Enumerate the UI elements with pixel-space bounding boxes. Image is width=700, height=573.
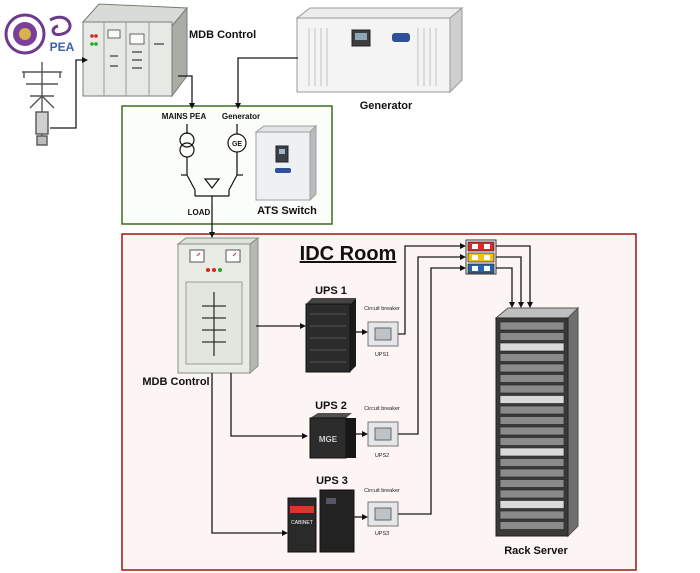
rack-unit	[499, 468, 565, 478]
rack-unit	[499, 479, 565, 488]
circuit-breaker-2	[367, 421, 399, 447]
rack-unit	[499, 321, 565, 331]
idc-room-title: IDC Room	[300, 243, 397, 265]
rack-unit	[499, 510, 565, 520]
ups3-label: UPS 3	[316, 475, 348, 487]
transformer-symbol	[179, 124, 195, 175]
outlet-row-red	[467, 241, 495, 252]
rack-unit	[499, 363, 565, 373]
outlet-row-blue	[467, 263, 495, 274]
ats-switch-cabinet	[254, 124, 318, 202]
transfer-switch-symbol	[181, 174, 243, 204]
pea-logo: PEA	[49, 15, 75, 54]
rack-unit	[499, 374, 565, 383]
generator-unit	[295, 6, 464, 94]
connection-wires	[50, 57, 533, 536]
ups2-label: UPS 2	[315, 400, 347, 412]
rack-server-label: Rack Server	[504, 545, 568, 557]
ats-switch-label: ATS Switch	[257, 205, 317, 217]
ups2-brand-text: MGE	[319, 435, 338, 444]
rack-unit	[499, 332, 565, 341]
utility-logos: PEA	[4, 13, 75, 55]
rack-units	[499, 321, 565, 530]
power-outlet-strip	[465, 239, 497, 275]
ups2-unit: MGE	[309, 413, 356, 459]
generator-label: Generator	[360, 100, 413, 112]
ups3-unit: CABINET	[287, 489, 355, 553]
rack-unit	[499, 426, 565, 436]
mdb-control-panel-top	[81, 3, 189, 98]
ups1-label: UPS 1	[315, 285, 347, 297]
cb2-tag: UPS2	[375, 453, 389, 459]
rack-unit	[499, 384, 565, 394]
rack-unit	[499, 395, 565, 404]
rack-unit	[499, 489, 565, 499]
utility-pole-icon	[22, 62, 62, 146]
circuit-breaker-3	[367, 501, 399, 527]
rack-unit	[499, 405, 565, 415]
cb2-label: Circuit breaker	[364, 406, 400, 412]
load-label: LOAD	[188, 208, 211, 217]
rack-unit	[499, 458, 565, 467]
circuit-breaker-1	[367, 321, 399, 347]
rack-unit	[499, 437, 565, 446]
rack-unit	[499, 521, 565, 530]
mains-pea-label: MAINS PEA	[162, 112, 207, 121]
pea-logo-text: PEA	[50, 40, 75, 54]
cb1-tag: UPS1	[375, 352, 389, 358]
ge-symbol-label: GE	[232, 141, 242, 148]
rack-unit	[499, 342, 565, 352]
rack-unit	[499, 353, 565, 362]
rack-server	[494, 306, 580, 538]
generator-input-label: Generator	[222, 112, 260, 121]
ups1-unit	[305, 298, 356, 373]
mdb-control-idc-label: MDB Control	[142, 376, 209, 388]
ups3-cabinet-text: CABINET	[291, 520, 313, 526]
outlet-row-yellow	[467, 252, 495, 263]
mdb-control-panel-idc	[176, 237, 260, 375]
ge-symbol: GE	[227, 124, 247, 175]
rack-unit	[499, 500, 565, 509]
government-seal-logo	[4, 13, 46, 55]
mdb-control-top-label: MDB Control	[189, 29, 256, 41]
cb1-label: Circuit breaker	[364, 306, 400, 312]
cb3-tag: UPS3	[375, 531, 389, 537]
rack-unit	[499, 416, 565, 425]
rack-unit	[499, 447, 565, 457]
cb3-label: Circuit breaker	[364, 488, 400, 494]
